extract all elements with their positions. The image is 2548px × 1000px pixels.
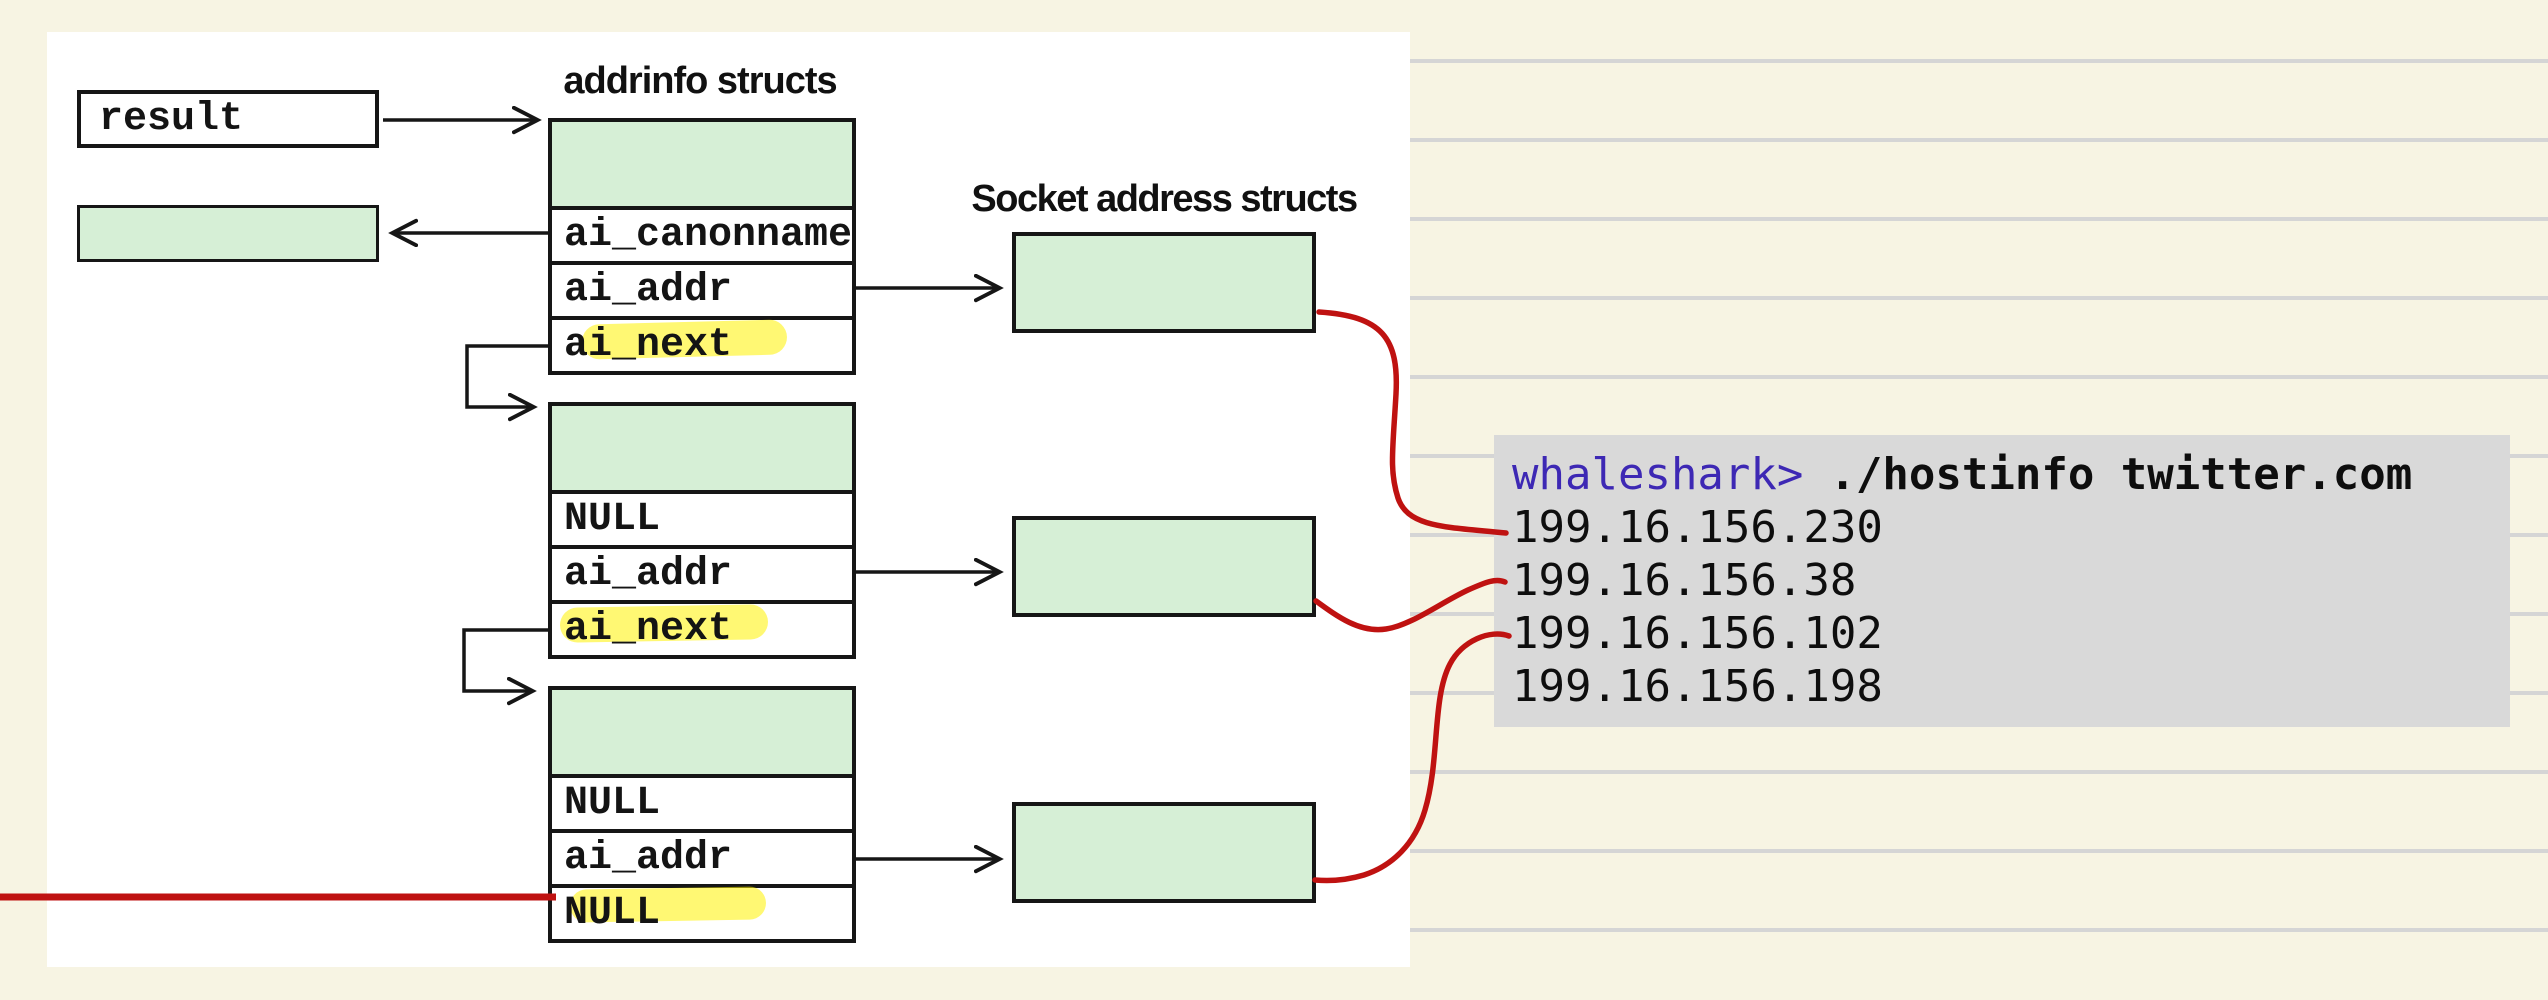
addrinfo-struct-2-field-addr: ai_addr (552, 545, 852, 600)
addrinfo-struct-3-field-addr: ai_addr (552, 829, 852, 884)
canonname-buffer-box (77, 205, 379, 262)
terminal-command-line: whaleshark> ./hostinfo twitter.com (1512, 448, 2510, 501)
result-label: result (99, 96, 244, 142)
socket-address-structs-title: Socket address structs (971, 178, 1358, 220)
addrinfo-struct-1-field-next: ai_next (552, 316, 852, 371)
addrinfo-struct-3-field-next: NULL (552, 884, 852, 939)
terminal-output-line: 199.16.156.102 (1512, 608, 1883, 659)
socket-address-box-3 (1012, 802, 1316, 903)
result-pointer-box: result (77, 90, 379, 148)
terminal-output-line: 199.16.156.230 (1512, 502, 1883, 553)
addrinfo-struct-2-header-cell (552, 406, 852, 490)
socket-address-box-1 (1012, 232, 1316, 333)
addrinfo-struct-2: NULL ai_addr ai_next (548, 402, 856, 659)
terminal-output-line: 199.16.156.198 (1512, 661, 1883, 712)
addrinfo-struct-1-field-addr: ai_addr (552, 261, 852, 316)
addrinfo-struct-1-header-cell (552, 122, 852, 206)
addrinfo-struct-1: ai_canonname ai_addr ai_next (548, 118, 856, 375)
addrinfo-structs-title: addrinfo structs (563, 60, 837, 102)
addrinfo-struct-3: NULL ai_addr NULL (548, 686, 856, 943)
terminal-prompt: whaleshark> (1512, 449, 1804, 500)
socket-address-box-2 (1012, 516, 1316, 617)
terminal-output-line: 199.16.156.38 (1512, 555, 1857, 606)
terminal-output-panel: whaleshark> ./hostinfo twitter.com 199.16… (1494, 435, 2510, 727)
addrinfo-struct-2-field-canonname: NULL (552, 490, 852, 545)
terminal-command: ./hostinfo twitter.com (1829, 449, 2413, 500)
addrinfo-struct-1-field-canonname: ai_canonname (552, 206, 852, 261)
addrinfo-struct-3-field-canonname: NULL (552, 774, 852, 829)
addrinfo-struct-2-field-next: ai_next (552, 600, 852, 655)
addrinfo-struct-3-header-cell (552, 690, 852, 774)
